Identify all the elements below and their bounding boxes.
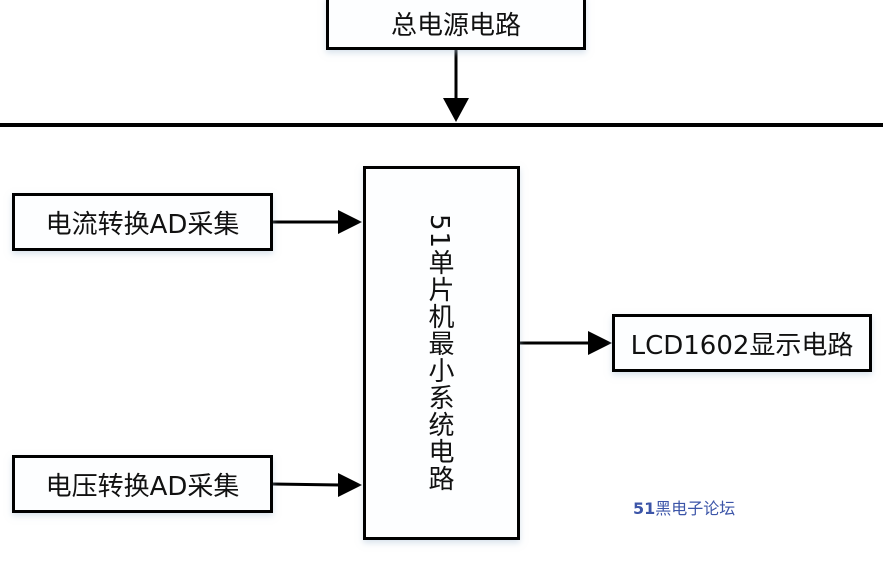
- mcu-label: 51单片机最小系统电路: [421, 214, 462, 492]
- arrowhead-lcd: [588, 331, 612, 355]
- mcu-node: 51单片机最小系统电路: [363, 166, 520, 540]
- voltage-adc-node: 电压转换AD采集: [12, 455, 273, 513]
- watermark-number: 51: [633, 499, 656, 518]
- watermark: 51黑电子论坛: [633, 495, 735, 519]
- lcd-label: LCD1602显示电路: [630, 330, 854, 361]
- mcu-label-text: 单片机最小系统电路: [424, 249, 454, 493]
- arrowhead-power: [443, 98, 469, 122]
- power-supply-node: 总电源电路: [326, 0, 586, 50]
- current-adc-node: 电流转换AD采集: [12, 193, 273, 251]
- arrowhead-voltage: [338, 473, 362, 497]
- arrow-voltage-to-mcu: [271, 482, 341, 487]
- lcd-node: LCD1602显示电路: [612, 314, 872, 372]
- watermark-text: 黑电子论坛: [655, 499, 736, 518]
- mcu-label-number: 51: [424, 213, 454, 250]
- voltage-adc-label: 电压转换AD采集: [45, 471, 240, 502]
- current-adc-label: 电流转换AD采集: [45, 209, 240, 240]
- power-supply-label: 总电源电路: [390, 10, 521, 41]
- arrowhead-current: [338, 210, 362, 234]
